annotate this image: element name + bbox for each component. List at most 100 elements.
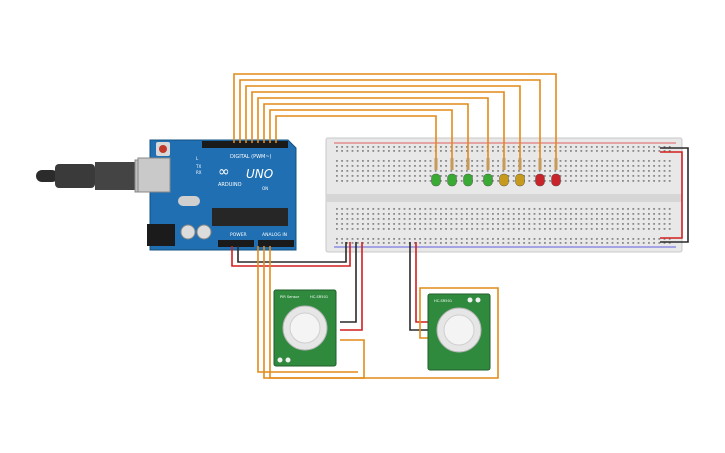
breadboard-hole [523,146,525,148]
breadboard-hole [346,165,349,167]
breadboard-hole [601,175,603,177]
breadboard-hole [346,146,349,148]
breadboard-hole [414,146,416,148]
breadboard-hole [653,175,655,177]
breadboard-hole [440,223,442,225]
breadboard-hole [512,238,515,240]
breadboard-hole [481,228,484,230]
breadboard-hole [580,146,583,148]
breadboard-hole [507,146,510,148]
breadboard-hole [637,208,640,210]
breadboard-hole [642,160,645,162]
breadboard-hole [393,150,395,152]
breadboard-hole [419,175,421,177]
breadboard-hole [362,208,364,210]
breadboard-hole [377,160,380,162]
breadboard-hole [424,175,427,177]
breadboard-hole [356,213,359,215]
breadboard-hole [549,223,551,225]
breadboard-hole [362,218,364,220]
pir-sensor-1: PIR Sensor HC-SR501 [273,289,337,367]
breadboard-hole [362,150,364,152]
breadboard-hole [429,208,432,210]
breadboard-hole [575,238,577,240]
breadboard-hole [419,223,421,225]
breadboard-hole [580,175,583,177]
breadboard-hole [632,146,635,148]
breadboard-hole [533,213,536,215]
breadboard-hole [372,213,375,215]
rail-jumpers [660,147,689,243]
breadboard-hole [372,228,375,230]
breadboard-hole [512,165,515,167]
breadboard-hole [580,165,583,167]
breadboard-hole [492,228,494,230]
breadboard-hole [492,150,494,152]
breadboard-hole [658,213,661,215]
breadboard-hole [637,160,640,162]
arduino-board: ∞ ARDUINO UNO DIGITAL (PWM~) POWER ANALO… [137,139,297,251]
breadboard-hole [382,175,385,177]
breadboard-hole [481,213,484,215]
breadboard-hole [575,165,577,167]
breadboard-hole [460,170,463,172]
breadboard-hole [419,150,421,152]
breadboard-hole [497,165,499,167]
breadboard-hole [585,228,588,230]
breadboard-hole [424,160,427,162]
breadboard-hole [445,150,447,152]
resistor [502,158,506,170]
breadboard-hole [575,223,577,225]
breadboard-hole [611,150,614,152]
breadboard-hole [398,170,401,172]
breadboard-hole [658,170,661,172]
breadboard-hole [538,218,541,220]
breadboard-hole [502,228,505,230]
breadboard-hole [648,208,650,210]
breadboard-hole [559,146,562,148]
breadboard-hole [351,180,354,182]
breadboard-hole [346,180,349,182]
breadboard-hole [642,150,645,152]
breadboard-hole [408,208,411,210]
breadboard-hole [512,228,515,230]
breadboard-hole [601,160,603,162]
breadboard-hole [497,150,499,152]
breadboard-hole [538,170,541,172]
breadboard-hole [507,238,510,240]
breadboard-hole [559,150,562,152]
breadboard-hole [549,165,551,167]
breadboard-hole [601,146,603,148]
breadboard-hole [585,218,588,220]
breadboard-hole [622,160,624,162]
resistor [450,158,454,170]
breadboard-hole [403,238,406,240]
breadboard-hole [585,213,588,215]
breadboard-hole [622,223,624,225]
breadboard-hole [575,175,577,177]
breadboard-hole [528,165,531,167]
breadboard-hole [492,238,494,240]
breadboard-hole [440,208,442,210]
breadboard-hole [585,160,588,162]
breadboard-hole [362,165,364,167]
breadboard-hole [455,208,458,210]
breadboard-hole [341,180,343,182]
breadboard-hole [497,218,499,220]
breadboard-hole [481,238,484,240]
breadboard-hole [336,160,338,162]
breadboard-hole [653,146,655,148]
pir2-wires [269,242,499,379]
breadboard-hole [528,160,531,162]
breadboard-hole [637,228,640,230]
breadboard-hole [450,218,453,220]
breadboard-hole [575,208,577,210]
breadboard-hole [668,160,671,162]
breadboard-hole [580,213,583,215]
breadboard-hole [403,150,406,152]
breadboard-hole [570,238,572,240]
breadboard-hole [346,218,349,220]
breadboard-hole [434,228,437,230]
breadboard-hole [362,180,364,182]
breadboard-hole [570,228,572,230]
